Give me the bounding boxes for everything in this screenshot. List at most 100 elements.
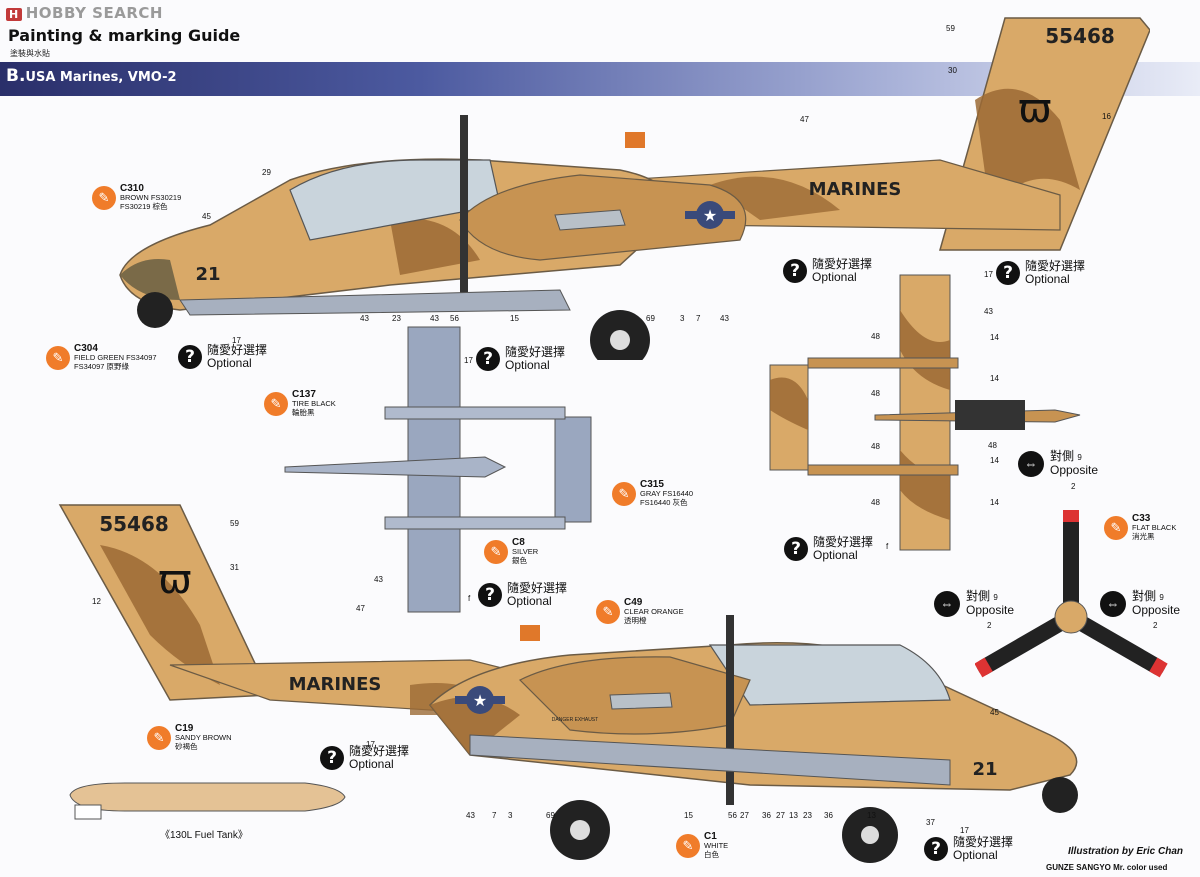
- callout-number: 59: [946, 24, 955, 33]
- paint-info: C8 SILVER 銀色: [512, 537, 538, 566]
- squadron-emblem: ϖ: [1018, 86, 1052, 132]
- paint-brush-icon: ✎: [596, 599, 620, 624]
- insignia-bar: [455, 696, 505, 704]
- prop-spinner: [1054, 600, 1088, 634]
- question-icon: ?: [478, 583, 502, 607]
- optional-zh: 隨愛好選擇: [953, 835, 1014, 849]
- nose-wheel: [1042, 777, 1078, 813]
- paint-name: FLAT BLACK: [1132, 523, 1177, 532]
- paint-code: C49: [624, 597, 643, 608]
- callout-number: 17: [464, 356, 473, 365]
- insignia-star-glyph: ★: [703, 206, 717, 225]
- question-icon: ?: [320, 746, 344, 770]
- opposite-ref: 9: [993, 593, 998, 602]
- callout-number: 43: [430, 314, 439, 323]
- paint-code: C137: [292, 389, 316, 400]
- callout-number: 12: [92, 597, 101, 606]
- fuel-tank-body: [69, 782, 346, 812]
- optional-en: Optional: [813, 548, 858, 562]
- paint-code: C33: [1132, 513, 1151, 524]
- question-icon: ?: [924, 837, 948, 861]
- double-arrow-icon: ⇔: [1100, 590, 1126, 617]
- callout-number: 7: [696, 314, 701, 323]
- optional-zh: 隨愛好選擇: [349, 744, 410, 758]
- callout-number: 17: [984, 270, 993, 279]
- callout-number: 23: [392, 314, 401, 323]
- optional-zh: 隨愛好選擇: [207, 343, 268, 357]
- double-arrow-icon: ⇔: [934, 590, 960, 617]
- exhaust: [554, 209, 626, 231]
- paint-info: C304 FIELD GREEN FS34097 FS34097 原野綠: [74, 344, 157, 372]
- propeller-blade: [460, 115, 468, 295]
- paint-callout-tire: ✎ C137 TIRE BLACK 輪胎黑: [264, 390, 336, 417]
- paint-brand-credit: GUNZE SANGYO Mr. color used: [1046, 863, 1168, 872]
- callout-number: 48: [871, 389, 880, 398]
- underside-fuselage: [284, 456, 507, 478]
- callout-number: 56: [728, 811, 737, 820]
- callout-number: 36: [762, 811, 771, 820]
- callout-number: 23: [803, 811, 812, 820]
- opposite-zh: 對側: [966, 589, 991, 603]
- callout-number: 17: [366, 740, 375, 749]
- canopy: [708, 644, 951, 706]
- paint-code: C19: [175, 723, 194, 734]
- opposite-zh: 對側: [1132, 589, 1157, 603]
- prop-blade-right: [1066, 610, 1166, 676]
- callout-number: 47: [356, 604, 365, 613]
- paint-brush-icon: ✎: [264, 391, 288, 416]
- paint-brush-icon: ✎: [92, 185, 116, 210]
- squadron-emblem: ϖ: [158, 557, 192, 603]
- main-wheel-hub: [610, 330, 630, 350]
- prop-blade-top: [1063, 510, 1079, 620]
- optional-zh: 隨愛好選擇: [505, 345, 566, 359]
- callout-number: 48: [871, 498, 880, 507]
- optional-zh: 隨愛好選擇: [812, 257, 873, 271]
- optional-en: Optional: [507, 594, 552, 608]
- paint-brush-icon: ✎: [46, 345, 70, 370]
- paint-callout-orange: ✎ C49 CLEAR ORANGE 透明橙: [596, 598, 684, 625]
- question-icon: ?: [996, 261, 1020, 285]
- callout-number: 45: [990, 708, 999, 717]
- callout-number: 17: [232, 336, 241, 345]
- marines-lettering: MARINES: [289, 674, 382, 695]
- callout-number: 36: [824, 811, 833, 820]
- nose-cone: [120, 259, 180, 300]
- paint-callout-gray: ✎ C315 GRAY FS16440 FS16440 灰色: [612, 480, 693, 507]
- callout-number: 15: [510, 314, 519, 323]
- paint-name-zh: 銀色: [512, 556, 527, 565]
- callout-number: 16: [1102, 112, 1111, 121]
- paint-name: CLEAR ORANGE: [624, 607, 684, 616]
- orange-beacon: [625, 132, 645, 148]
- paint-name: BROWN FS30219: [120, 193, 182, 202]
- wing-camo-patch-1: [900, 310, 950, 390]
- optional-en: Optional: [1025, 272, 1070, 286]
- callout-number: 69: [646, 314, 655, 323]
- paint-info: C19 SANDY BROWN 砂褐色: [175, 723, 232, 752]
- underside-boom-1: [384, 406, 566, 420]
- underside-boom-2: [384, 516, 566, 530]
- sponson-pod: [469, 734, 951, 786]
- callout-number: 69: [546, 811, 555, 820]
- optional-en: Optional: [812, 270, 857, 284]
- opposite-zh: 對側: [1050, 449, 1075, 463]
- side-view-right: ★ 55468 MARINES 21 ϖ DANGER EXHAUST: [58, 504, 1078, 863]
- callout-number: 2: [1071, 482, 1076, 491]
- double-arrow-icon: ⇔: [1018, 450, 1044, 477]
- paint-code: C8: [512, 537, 525, 548]
- callout-number: 56: [450, 314, 459, 323]
- top-canopy: [955, 400, 1025, 430]
- callout-number: 48: [871, 442, 880, 451]
- paint-name-zh: 透明橙: [624, 616, 647, 625]
- paint-callout-green: ✎ C304 FIELD GREEN FS34097 FS34097 原野綠: [46, 344, 157, 371]
- prop-tip-right: [1149, 657, 1168, 678]
- canopy: [289, 159, 501, 241]
- paint-brush-icon: ✎: [1104, 515, 1128, 540]
- paint-callout-brown: ✎ C310 BROWN FS30219 FS30219 棕色: [92, 184, 181, 211]
- top-boom-2: [807, 464, 959, 476]
